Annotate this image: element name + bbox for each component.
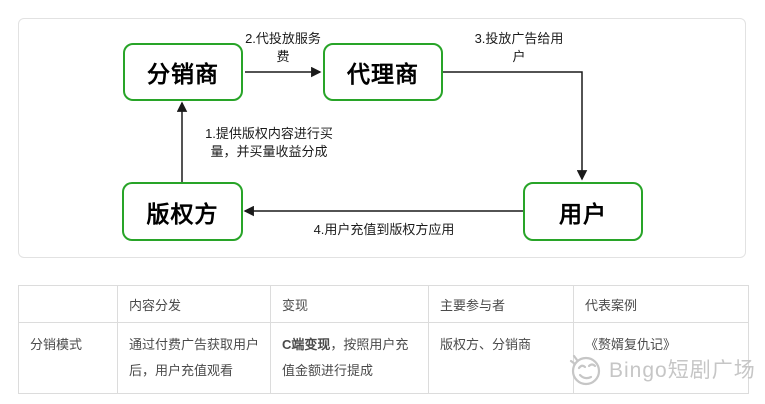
table-row: 分销模式 通过付费广告获取用户后，用户充值观看 C端变现，按照用户充值金额进行提… (18, 322, 749, 394)
edge-label-1: 1.提供版权内容进行买 量，并买量收益分成 (193, 125, 345, 161)
cell-monetization-bold: C端变现 (282, 337, 331, 352)
flow-arrows (176, 66, 588, 217)
col-header-participants: 主要参与者 (428, 285, 574, 323)
edge-label-2-line1: 2.代投放服务 (245, 31, 321, 46)
col-header-monetization: 变现 (270, 285, 429, 323)
table-header-row: 内容分发 变现 主要参与者 代表案例 (18, 285, 749, 323)
node-agent: 代理商 (323, 43, 443, 101)
edge-label-4: 4.用户充值到版权方应用 (269, 221, 499, 239)
edge-label-3: 3.投放广告给用 户 (461, 30, 577, 66)
edge-label-4-line1: 4.用户充值到版权方应用 (313, 222, 455, 237)
node-distributor: 分销商 (123, 43, 243, 101)
cell-case: 《赘婿复仇记》 (573, 322, 749, 394)
col-header-empty (18, 285, 118, 323)
edge-label-1-line1: 1.提供版权内容进行买 (205, 126, 333, 141)
arrow-3-agent-to-user (443, 71, 588, 181)
edge-label-3-line1: 3.投放广告给用 (474, 31, 564, 46)
cell-monetization: C端变现，按照用户充值金额进行提成 (270, 322, 429, 394)
cell-distribution: 通过付费广告获取用户后，用户充值观看 (117, 322, 271, 394)
edge-label-1-line2: 量，并买量收益分成 (210, 144, 328, 159)
edge-label-3-line2: 户 (512, 49, 526, 64)
node-copyright: 版权方 (122, 182, 243, 241)
col-header-distribution: 内容分发 (117, 285, 271, 323)
cell-mode-label: 分销模式 (18, 322, 118, 394)
comparison-table: 内容分发 变现 主要参与者 代表案例 分销模式 通过付费广告获取用户后，用户充值… (18, 285, 749, 394)
cell-monetization-rest: ，按照用户充值金额进行提成 (282, 337, 409, 378)
node-user: 用户 (523, 182, 643, 241)
edge-label-2: 2.代投放服务 费 (235, 30, 331, 66)
edge-label-2-line2: 费 (276, 49, 290, 64)
cell-participants: 版权方、分销商 (428, 322, 574, 394)
col-header-case: 代表案例 (573, 285, 749, 323)
flow-diagram-panel: 分销商 代理商 版权方 用户 1.提供版权内容进行买 量，并买量收益分成 2.代… (18, 18, 746, 258)
